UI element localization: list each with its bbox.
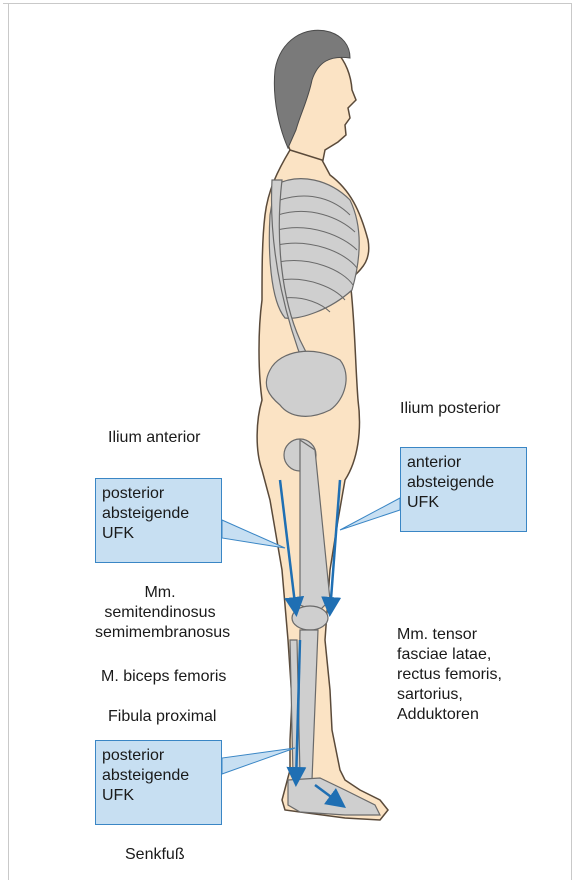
callout-anterior: anterior absteigende UFK [400, 447, 527, 532]
label-biceps: M. biceps femoris [101, 667, 226, 687]
callout-posterior-lower: posterior absteigende UFK [95, 740, 222, 825]
label-ilium-anterior: Ilium anterior [108, 428, 200, 448]
label-fibula: Fibula proximal [108, 707, 216, 727]
label-mm-semi: Mm. semitendinosus semimembranosus [95, 583, 225, 643]
standing-figure-illustration [257, 30, 388, 820]
label-ilium-posterior: Ilium posterior [400, 399, 500, 419]
label-senkfuss: Senkfuß [125, 845, 185, 865]
callout-posterior-upper: posterior absteigende UFK [95, 478, 222, 563]
label-tensor: Mm. tensor fasciae latae, rectus femoris… [397, 625, 502, 725]
